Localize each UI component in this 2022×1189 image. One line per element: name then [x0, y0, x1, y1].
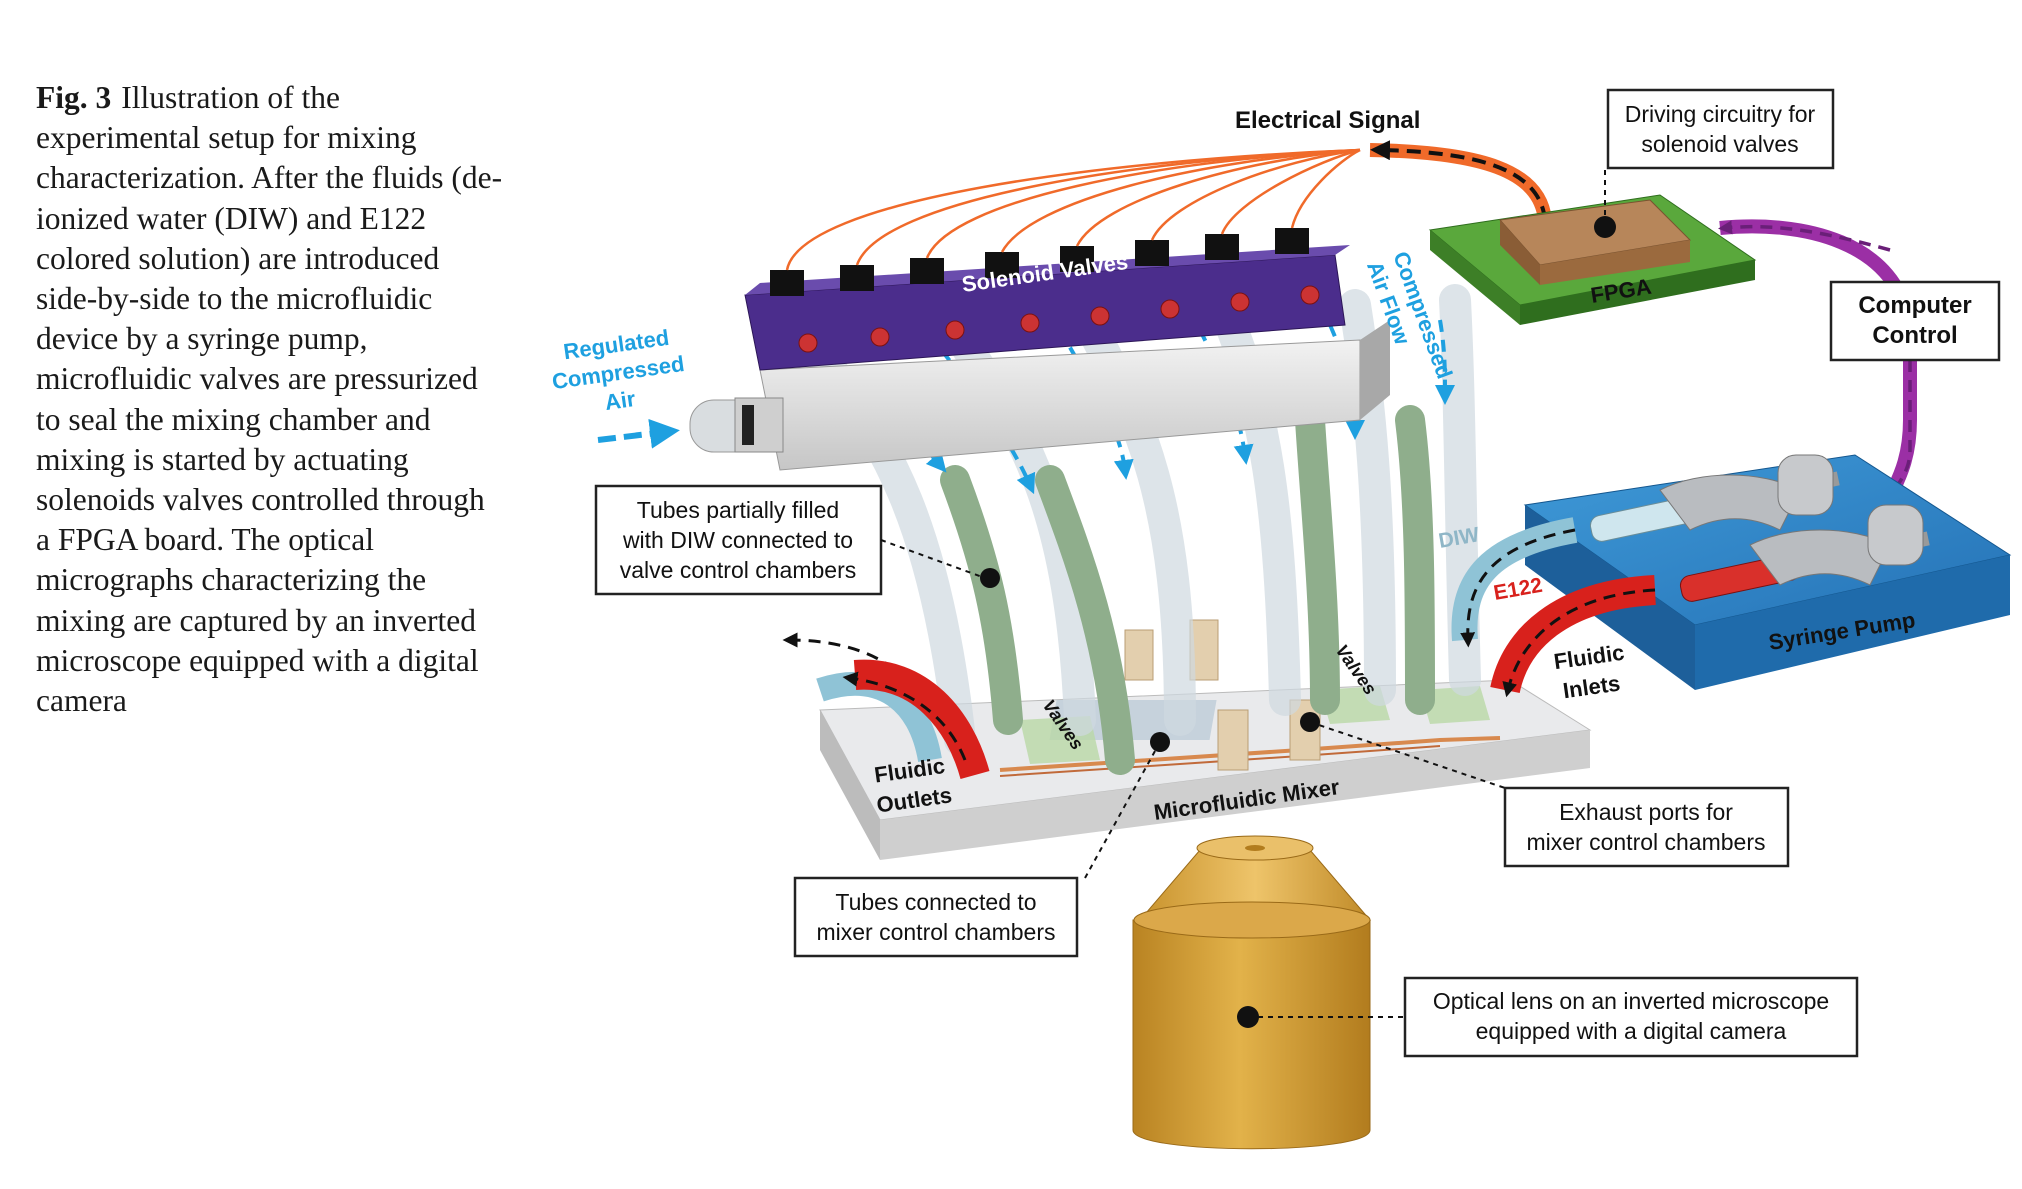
diw-inlet-arrow: [1460, 528, 1576, 648]
figure-label: Fig. 3: [36, 80, 112, 115]
outlet-blue-tube: [816, 671, 942, 763]
tubes-partially-filled-line-1: Tubes partially filled: [637, 497, 839, 523]
tubes-partially-filled-line-2: with DIW connected to: [622, 527, 853, 553]
e122-label: E122: [1492, 574, 1544, 605]
signal-arrow: [1370, 140, 1547, 221]
caption-text: Illustration of the experimental setup f…: [36, 80, 503, 719]
e122-inlet-arrow: [1502, 588, 1656, 698]
fluidic-inlets-line-1: Fluidic: [1552, 640, 1626, 675]
fluidic-inlets-label: Fluidic Inlets: [1552, 640, 1626, 704]
tubes-partially-filled-line-3: valve control chambers: [620, 557, 857, 583]
regulated-air-line-3: Air: [603, 386, 637, 415]
regulated-air-arrow: [597, 418, 680, 449]
signal-wires: [785, 148, 1361, 271]
tubes-partially-filled-callout: Tubes partially filled with DIW connecte…: [594, 484, 1000, 596]
computer-control-callout: Computer Control: [1829, 280, 2001, 362]
computer-control-line-2: Control: [1872, 322, 1957, 349]
outlet-red-tube: [853, 659, 990, 780]
regulated-air-label: Regulated Compressed Air: [550, 325, 685, 415]
electrical-signal-label: Electrical Signal: [1235, 107, 1420, 134]
fluidic-inlets-line-2: Inlets: [1561, 671, 1621, 704]
optical-lens-line-2: equipped with a digital camera: [1476, 1018, 1787, 1044]
driving-circuitry-callout: Driving circuitry for solenoid valves: [1604, 88, 1835, 225]
computer-arrow-fpga: [1718, 220, 1891, 252]
solenoid-manifold: [689, 228, 1390, 471]
fpga-board: FPGA: [1428, 194, 1757, 325]
exhaust-ports-line-1: Exhaust ports for: [1559, 799, 1733, 825]
driving-circuitry-line-2: solenoid valves: [1641, 131, 1798, 157]
driving-circuitry-line-1: Driving circuitry for: [1625, 101, 1816, 127]
optical-lens-line-1: Optical lens on an inverted microscope: [1433, 988, 1829, 1014]
microscope-lens: [1132, 835, 1372, 1150]
outlet-blue-arrow: [782, 632, 922, 701]
outlet-red-arrow: [842, 671, 967, 761]
exhaust-ports-callout: Exhaust ports for mixer control chambers: [1300, 712, 1790, 868]
e122-inlet-tube: [1490, 575, 1656, 694]
signal-cable: [1369, 143, 1552, 222]
tubes-mixer-callout: Tubes connected to mixer control chamber…: [793, 732, 1170, 958]
optical-lens-callout: Optical lens on an inverted microscope e…: [1237, 976, 1859, 1058]
computer-control-line-1: Computer: [1858, 292, 1971, 319]
tubes-mixer-line-2: mixer control chambers: [816, 919, 1055, 945]
tubes-mixer-line-1: Tubes connected to: [835, 889, 1036, 915]
exhaust-ports-line-2: mixer control chambers: [1526, 829, 1765, 855]
